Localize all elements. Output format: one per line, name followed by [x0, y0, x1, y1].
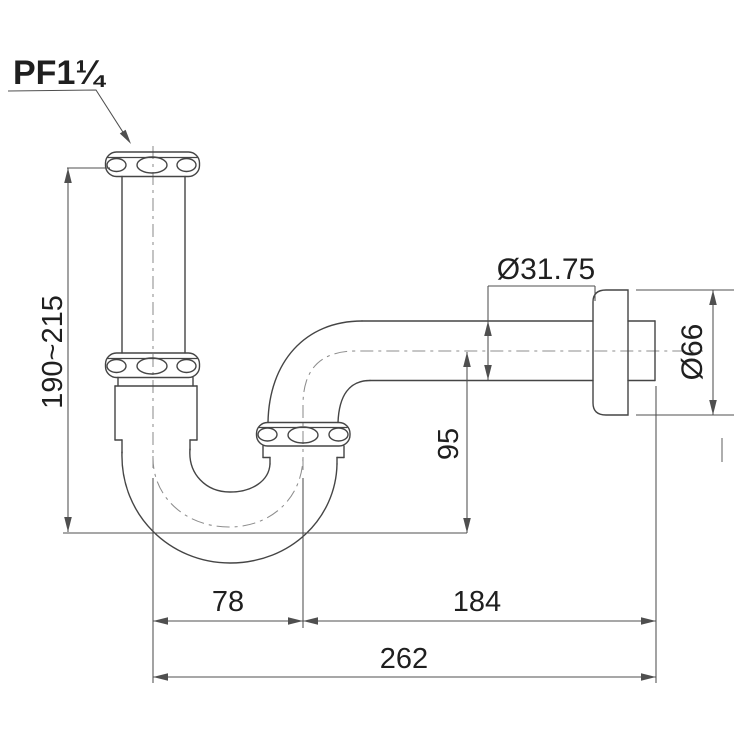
outlet-pipe	[361, 320, 594, 382]
pipe-od-arrow-up	[484, 321, 492, 336]
dim-pipe-od: Ø31.75	[484, 253, 596, 380]
arrow-184-left	[303, 617, 318, 625]
ubend-outer-arc	[121, 451, 338, 564]
outlet-height-arrow-up	[463, 352, 471, 367]
dim-height-range: 190~215	[37, 167, 110, 532]
escutcheon-arrow-up	[709, 290, 717, 305]
height-arrow-down	[64, 517, 72, 532]
top-slip-nut	[104, 151, 201, 178]
ubend-inner-arc	[189, 448, 271, 493]
outlet-height-label: 95	[433, 428, 465, 460]
inlet-tailpiece	[121, 175, 186, 354]
run-184-label: 184	[453, 586, 501, 618]
offset-78-label: 78	[212, 586, 244, 618]
riser-nut-facet-left	[257, 427, 278, 442]
outlet-centerline	[302, 350, 703, 470]
dim-outlet-height: 95	[433, 352, 471, 533]
wall-escutcheon	[592, 289, 629, 416]
arrow-184-right	[641, 617, 656, 625]
wall-stub	[627, 320, 656, 382]
riser-nut-body	[255, 421, 351, 447]
lower-nut-facet-left	[106, 358, 127, 374]
u-bend	[121, 448, 338, 564]
leader-arrowhead	[119, 129, 131, 144]
top-nut-body	[104, 151, 201, 178]
riser-nut-facet-center	[287, 426, 319, 444]
elbow-inner-arc	[337, 379, 371, 424]
ubend-centerline	[152, 455, 304, 528]
escutcheon-arrow-down	[709, 400, 717, 415]
elbow-outer-arc	[267, 320, 363, 424]
leader-line	[7, 89, 129, 141]
pipe-od-label: Ø31.75	[497, 253, 595, 286]
dim-bottom-lengths: 78 184 262	[152, 386, 657, 683]
arrow-262-left	[153, 673, 168, 681]
top-nut-facet-right	[176, 157, 197, 173]
lower-nut-facet-center	[136, 357, 168, 375]
top-nut-facet-left	[106, 157, 127, 173]
slip-sleeve	[114, 385, 198, 454]
riser-slip-nut	[255, 421, 351, 465]
connection-size-label: PF1¼	[13, 54, 106, 92]
centerlines	[152, 146, 703, 528]
height-arrow-up	[64, 168, 72, 183]
lower-nut-facet-right	[176, 358, 197, 374]
outlet-elbow	[267, 320, 371, 424]
outlet-height-arrow-down	[463, 518, 471, 533]
dim-escutcheon-od: Ø66	[636, 289, 734, 416]
lower-nut-body	[104, 352, 201, 379]
dim-connection-size: PF1¼	[7, 54, 131, 144]
trap-body	[104, 151, 656, 564]
overall-262-label: 262	[380, 643, 428, 675]
lower-slip-nut	[104, 352, 201, 387]
arrow-78-right	[288, 617, 303, 625]
height-range-label: 190~215	[37, 295, 69, 409]
pipe-od-arrow-down	[484, 365, 492, 380]
escutcheon-od-label: Ø66	[676, 324, 709, 381]
arrow-262-right	[641, 673, 656, 681]
riser-nut-facet-right	[328, 427, 349, 442]
top-nut-facet-center	[136, 156, 168, 174]
arrow-78-left	[153, 617, 168, 625]
